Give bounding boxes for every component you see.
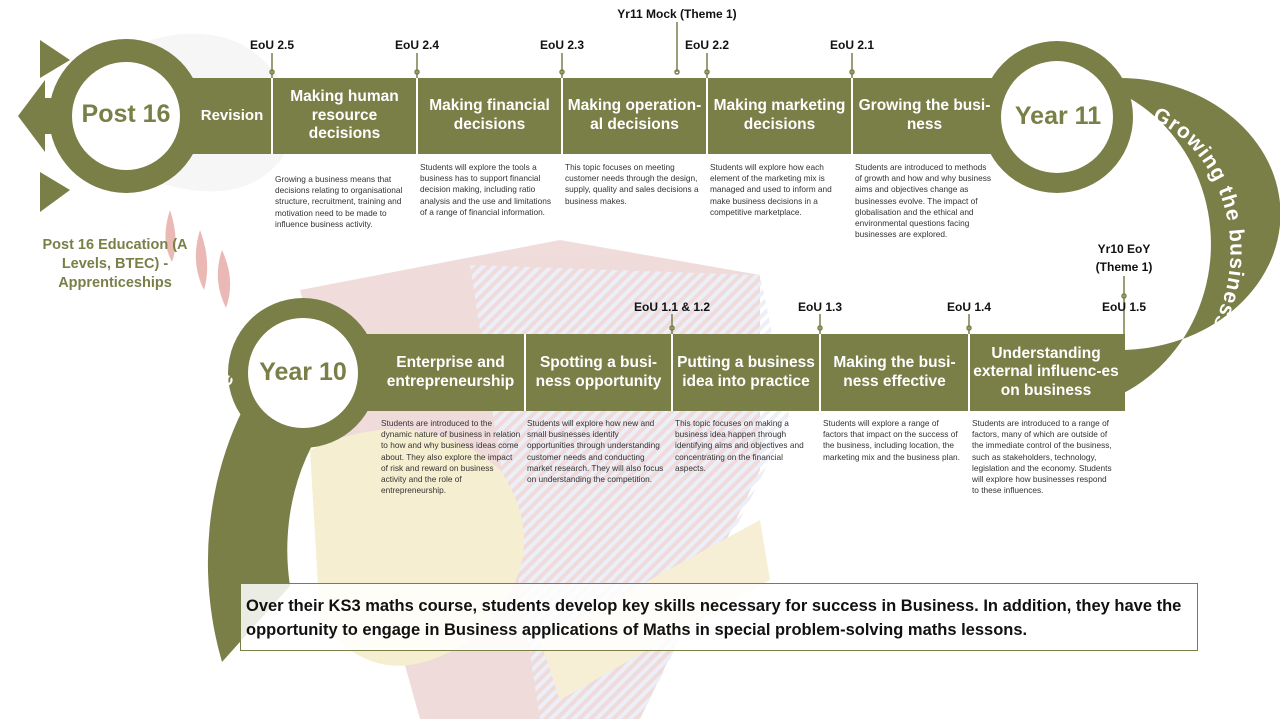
year11-arc [1055, 78, 1280, 410]
milestone-label: EoU 2.2 [684, 38, 729, 52]
year10-topic-desc: Students are introduced to the dynamic n… [381, 418, 521, 496]
year10-topic-title: Spotting a busi-ness opportunity [535, 353, 662, 390]
post16-ring-inner [72, 62, 180, 170]
milestone-label: EoU 1.4 [946, 300, 991, 314]
year11-topic-title: Growing the busi-ness [858, 97, 991, 133]
post16-title: Post 16 [81, 100, 171, 128]
post16-caption: Post 16 Education (A Levels, BTEC) - App… [42, 237, 188, 291]
milestone-label: Yr11 Mock (Theme 1) [617, 7, 737, 21]
year10-ring-inner [248, 318, 358, 428]
year11-topic-desc: Students will explore the tools a busine… [420, 162, 551, 217]
year11-topic-title: Making financial decisions [429, 97, 550, 133]
post16-arrow-up [40, 40, 70, 78]
year11-ring-inner [1001, 61, 1113, 173]
year11-topic-desc: Growing a business means that decisions … [275, 174, 403, 229]
milestone-label: EoU 1.5 [1101, 300, 1146, 314]
year11-topic-title: Making operation-al decisions [567, 97, 702, 133]
year11-topic-desc: Students will explore how each element o… [710, 162, 832, 217]
year11-title: Year 11 [1014, 102, 1102, 130]
milestone-label: EoU 2.3 [539, 38, 584, 52]
year11-topic-title: Making marketing decisions [713, 97, 846, 133]
maths-statement: Over their KS3 maths course, students de… [240, 583, 1198, 651]
year11-topic-title: Making human resource decisions [290, 88, 399, 143]
year10-topic-title: Understanding external influenc-es on bu… [973, 344, 1119, 399]
milestone-label: EoU 2.1 [829, 38, 874, 52]
revision-header: Revision [200, 107, 264, 124]
year10-ticks [669, 276, 1127, 334]
milestone-label: EoU 1.1 & 1.2 [633, 300, 711, 314]
year11-dividers [271, 78, 853, 154]
year10-topic-desc: Students are introduced to a range of fa… [972, 418, 1112, 496]
year10-topic-title: Making the busi-ness effective [833, 353, 956, 390]
year10-band [295, 334, 1125, 411]
milestone-label: EoU 2.4 [394, 38, 439, 52]
year10-topic-desc: This topic focuses on making a business … [675, 418, 804, 473]
milestone-label: EoU 1.3 [797, 300, 842, 314]
year11-topic-desc: This topic focuses on meeting customer n… [565, 162, 699, 206]
year10-topic-title: Putting a business idea into practice [677, 353, 815, 390]
year10-topic-title: Enterprise and entrepreneurship [386, 353, 515, 390]
year10-title: Year 10 [259, 358, 347, 386]
post16-arrow-down [40, 172, 70, 212]
milestone-label: EoU 2.5 [249, 38, 294, 52]
year11-ticks [269, 22, 855, 78]
year10-topic-desc: Students will explore a range of factors… [823, 418, 960, 462]
year10-topic-desc: Students will explore how new and small … [527, 418, 664, 485]
milestone-label: Yr10 EoY (Theme 1) [1095, 242, 1153, 274]
year10-dividers [524, 334, 970, 411]
year11-band [125, 78, 1055, 154]
year11-topic-desc: Students are introduced to methods of gr… [855, 162, 992, 240]
